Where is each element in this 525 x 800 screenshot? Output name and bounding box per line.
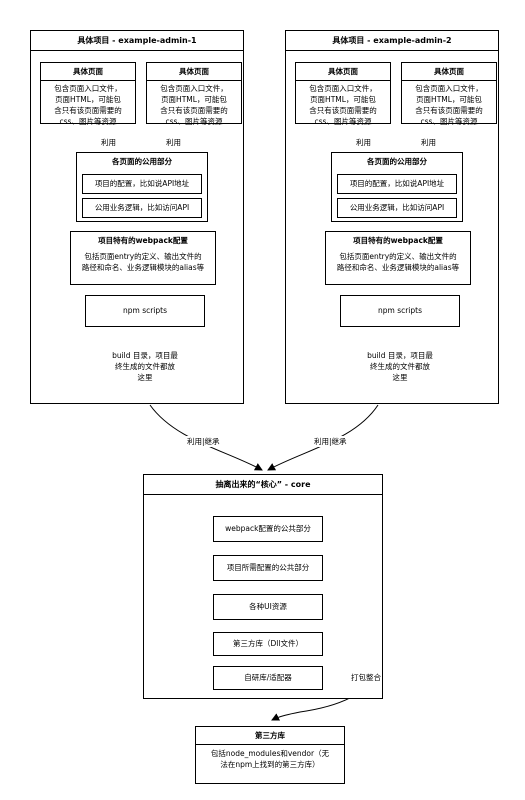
build-dir-text: build 目录，项目最 终生成的文件都放 这里: [367, 351, 433, 382]
page-card-title: 具体页面: [402, 63, 496, 81]
common-part-title: 各页面的公用部分: [112, 157, 172, 166]
common-item: 项目的配置，比如说API地址: [337, 174, 457, 194]
webpack-config: 项目特有的webpack配置 包括页面entry的定义、输出文件的 路径和命名、…: [70, 231, 216, 285]
npm-scripts: npm scripts: [85, 295, 205, 327]
core-item: 各种UI资源: [213, 594, 323, 620]
page-card: 具体页面 包含页面入口文件， 页面HTML，可能包 含只有该页面需要的 css、…: [40, 62, 136, 126]
page-card-body: 包含页面入口文件， 页面HTML，可能包 含只有该页面需要的 css、图片等资源: [54, 84, 122, 126]
third-party-title: 第三方库: [196, 727, 344, 745]
webpack-config-body: 包括页面entry的定义、输出文件的 路径和命名、业务逻辑模块的alias等: [336, 252, 460, 272]
common-part-title: 各页面的公用部分: [367, 157, 427, 166]
project-title: 具体项目 - example-admin-1: [31, 31, 243, 51]
use-label: 利用: [355, 137, 372, 148]
page-card-body: 包含页面入口文件， 页面HTML，可能包 含只有该页面需要的 css、图片等资源: [415, 84, 483, 126]
pack-label: 打包整合: [350, 672, 382, 683]
webpack-config: 项目特有的webpack配置 包括页面entry的定义、输出文件的 路径和命名、…: [325, 231, 471, 285]
core-title: 抽离出来的“核心” - core: [144, 475, 382, 495]
webpack-config-body: 包括页面entry的定义、输出文件的 路径和命名、业务逻辑模块的alias等: [81, 252, 205, 272]
page-card-title: 具体页面: [296, 63, 390, 81]
common-item: 公用业务逻辑，比如访问API: [82, 198, 202, 218]
project-title: 具体项目 - example-admin-2: [286, 31, 498, 51]
page-card: 具体页面 包含页面入口文件， 页面HTML，可能包 含只有该页面需要的 css、…: [295, 62, 391, 126]
inherit-label: 利用|继承: [186, 436, 221, 447]
core-item: webpack配置的公共部分: [213, 516, 323, 542]
third-party-box: 第三方库 包括node_modules和vendor（无 法在npm上找到的第三…: [195, 726, 345, 784]
npm-scripts: npm scripts: [340, 295, 460, 327]
third-party-body: 包括node_modules和vendor（无 法在npm上找到的第三方库）: [210, 749, 330, 769]
core-frame: 抽离出来的“核心” - core: [143, 474, 383, 699]
webpack-config-title: 项目特有的webpack配置: [98, 236, 188, 245]
use-label: 利用: [165, 137, 182, 148]
page-card: 具体页面 包含页面入口文件， 页面HTML，可能包 含只有该页面需要的 css、…: [146, 62, 242, 126]
inherit-label: 利用|继承: [313, 436, 348, 447]
page-card-body: 包含页面入口文件， 页面HTML，可能包 含只有该页面需要的 css、图片等资源: [160, 84, 228, 126]
page-card-body: 包含页面入口文件， 页面HTML，可能包 含只有该页面需要的 css、图片等资源: [309, 84, 377, 126]
use-label: 利用: [100, 137, 117, 148]
core-item: 第三方库（Dll文件）: [213, 632, 323, 656]
use-label: 利用: [420, 137, 437, 148]
core-item: 项目所需配置的公共部分: [213, 555, 323, 581]
page-card: 具体页面 包含页面入口文件， 页面HTML，可能包 含只有该页面需要的 css、…: [401, 62, 497, 126]
build-dir-text: build 目录，项目最 终生成的文件都放 这里: [112, 351, 178, 382]
page-card-title: 具体页面: [147, 63, 241, 81]
common-item: 项目的配置，比如说API地址: [82, 174, 202, 194]
common-item: 公用业务逻辑，比如访问API: [337, 198, 457, 218]
webpack-config-title: 项目特有的webpack配置: [353, 236, 443, 245]
page-card-title: 具体页面: [41, 63, 135, 81]
core-item: 自研库/适配器: [213, 666, 323, 690]
